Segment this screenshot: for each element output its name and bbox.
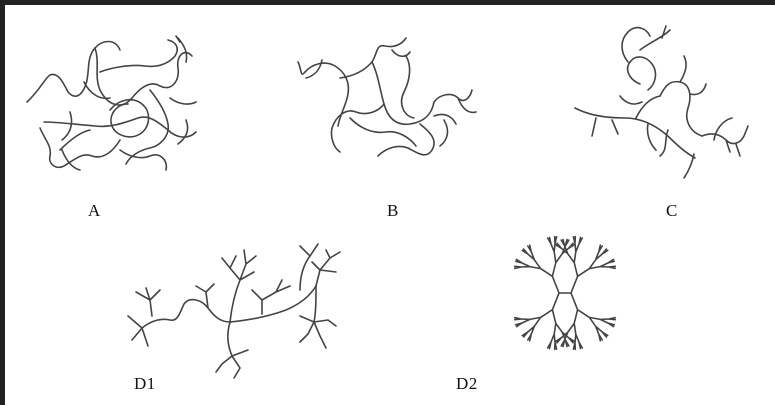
panel-b-branched-chains	[298, 38, 476, 156]
panel-label-a: A	[88, 201, 101, 221]
panel-label-d2: D2	[456, 374, 478, 394]
panel-label-c: C	[666, 201, 678, 221]
panel-label-b: B	[387, 201, 399, 221]
dendrimer-branches	[515, 237, 616, 350]
panel-d1-dendrimer	[128, 244, 340, 378]
panel-label-d1: D1	[134, 374, 156, 394]
panel-a-random-chains	[27, 36, 196, 170]
panel-c-star-branched	[575, 26, 748, 178]
panel-d2-dendrimer	[515, 237, 616, 350]
